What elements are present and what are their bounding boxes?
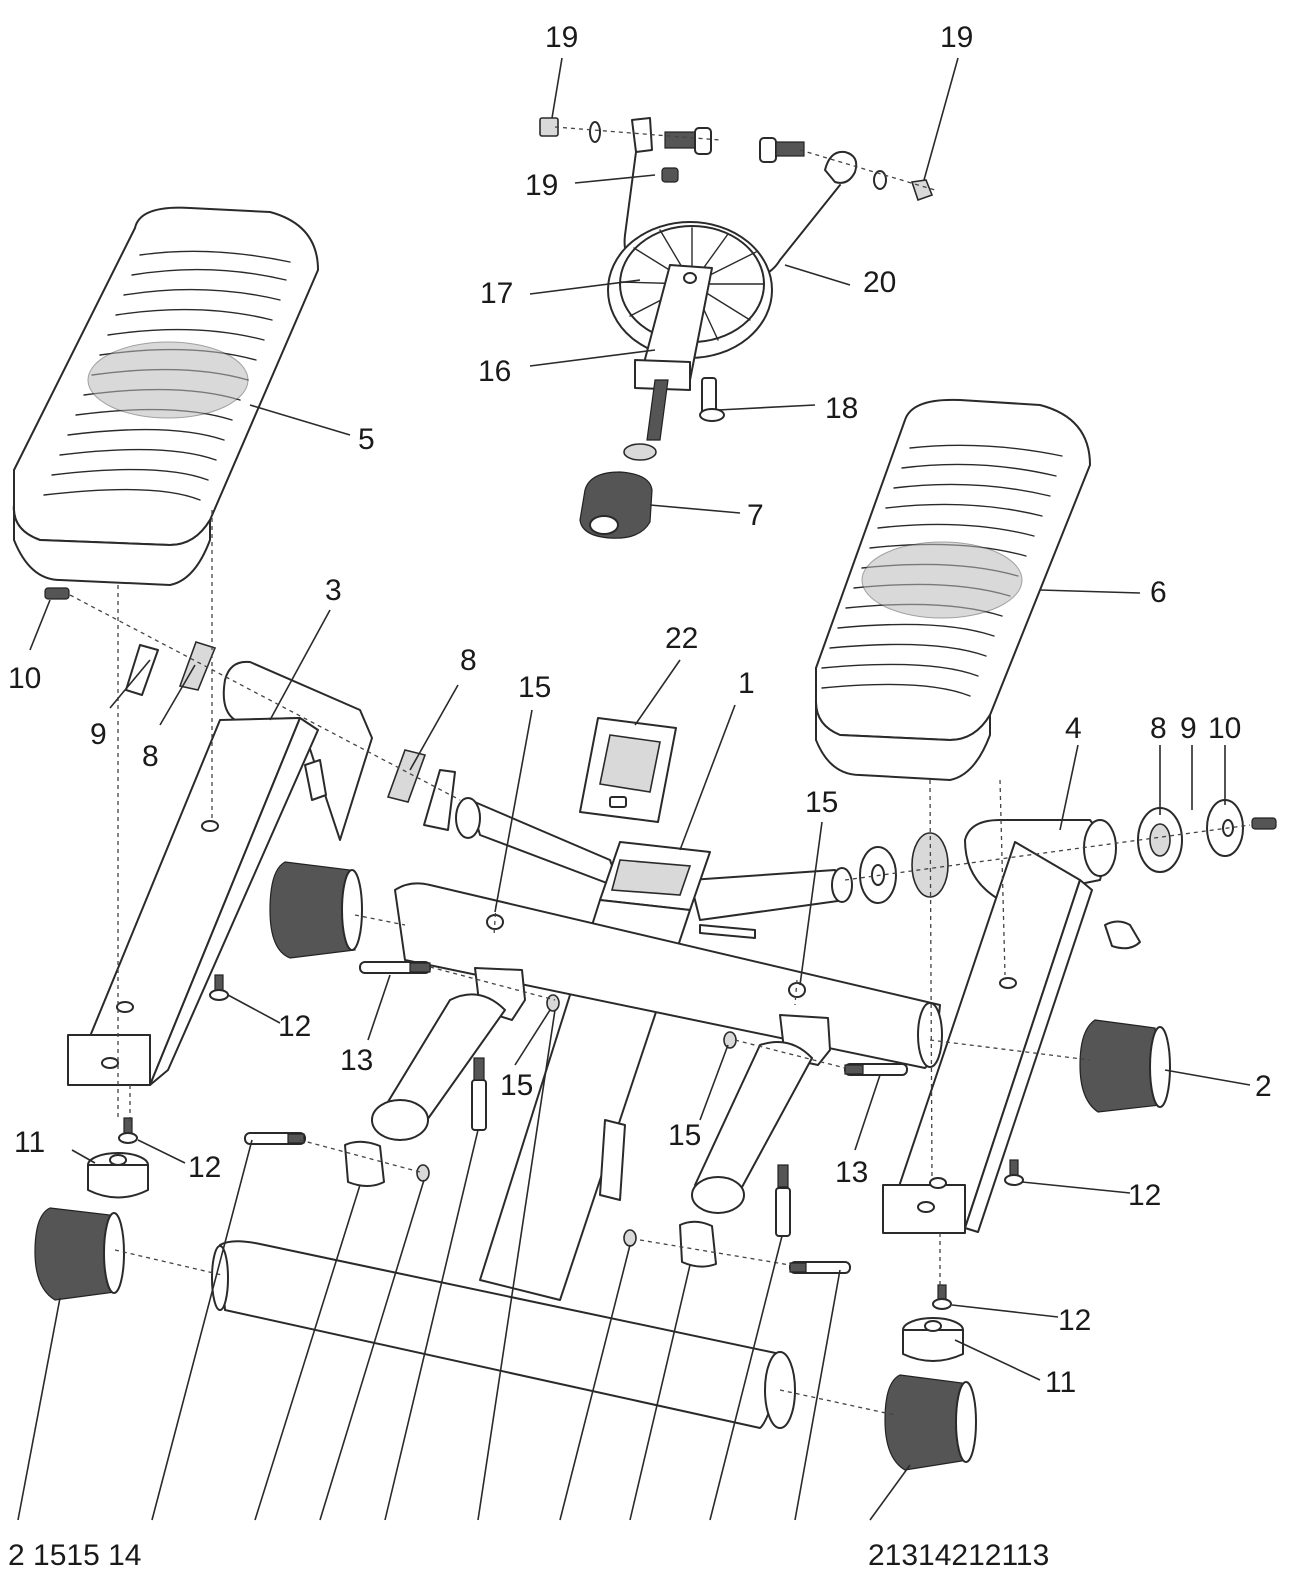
right-bearing-parts (859, 799, 1277, 904)
label-8-right: 8 (1150, 712, 1167, 745)
feet (87, 974, 1024, 1362)
label-9-right: 9 (1180, 712, 1197, 745)
roller-bottom-left (34, 1207, 125, 1301)
label-8-middle: 8 (460, 644, 477, 677)
roller-top-left (269, 861, 363, 959)
roller-bottom-right (884, 1374, 977, 1471)
label-4: 4 (1065, 712, 1082, 745)
label-15-left-lower: 15 (500, 1069, 533, 1102)
left-pedal (12, 206, 319, 586)
label-12-right: 12 (1128, 1179, 1161, 1212)
alignment-lines (69, 510, 1251, 1416)
label-1: 1 (738, 667, 755, 700)
label-7: 7 (747, 499, 764, 532)
label-17: 17 (480, 277, 513, 310)
bottom-left-callouts: 2 1515 14 (8, 1539, 141, 1572)
label-2-right: 2 (1255, 1070, 1272, 1103)
label-15-right-lower: 15 (668, 1119, 701, 1152)
pulley-assembly (539, 117, 936, 539)
callout-labels: 19 19 19 17 20 16 18 7 5 6 3 10 9 8 8 22… (8, 21, 1272, 1572)
label-13-left: 13 (340, 1044, 373, 1077)
label-15-top: 15 (518, 671, 551, 704)
label-22: 22 (665, 622, 698, 655)
left-foot-bar (67, 660, 373, 1086)
label-10-right: 10 (1208, 712, 1241, 745)
label-9-left: 9 (90, 718, 107, 751)
right-pedal (814, 398, 1091, 781)
bottom-right-callouts: 21314212113 (868, 1539, 1049, 1572)
label-11-right: 11 (1045, 1366, 1076, 1399)
label-11-left: 11 (14, 1126, 45, 1159)
label-12-upper-left: 12 (278, 1010, 311, 1043)
rollers (34, 861, 1171, 1471)
label-19-middle: 19 (525, 169, 558, 202)
label-19-top-right: 19 (940, 21, 973, 54)
label-18: 18 (825, 392, 858, 425)
label-5: 5 (358, 423, 375, 456)
label-20: 20 (863, 266, 896, 299)
roller-right-mid (1079, 1019, 1171, 1113)
label-6: 6 (1150, 576, 1167, 609)
label-19-top-left: 19 (545, 21, 578, 54)
label-10-left: 10 (8, 662, 41, 695)
label-3: 3 (325, 574, 342, 607)
label-13-right: 13 (835, 1156, 868, 1189)
label-16: 16 (478, 355, 511, 388)
label-8-left: 8 (142, 740, 159, 773)
label-12-lower-left: 12 (188, 1151, 221, 1184)
display-computer (579, 717, 677, 823)
left-cylinder (244, 914, 560, 1187)
leader-lines (17, 57, 1251, 1521)
label-15-right: 15 (805, 786, 838, 819)
right-cylinder (623, 920, 1141, 1274)
label-12-right-lower: 12 (1058, 1304, 1091, 1337)
